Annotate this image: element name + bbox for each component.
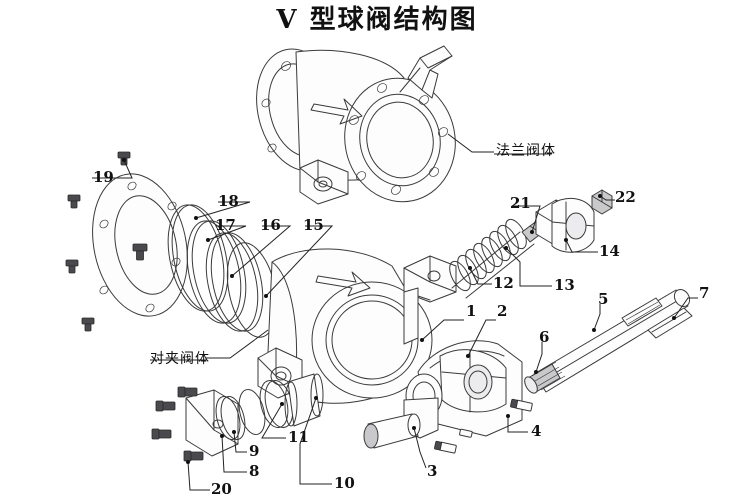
wafer-valve-body-art xyxy=(257,248,457,404)
callout-5: 5 xyxy=(598,290,609,308)
bolt-cluster-19 xyxy=(65,151,131,332)
left-flange-plate-art xyxy=(65,151,278,338)
v-ball-bracket-art xyxy=(363,340,533,454)
callout-13: 13 xyxy=(554,276,575,294)
spring-gland-art xyxy=(449,189,613,299)
callout-17: 17 xyxy=(215,216,236,234)
gasket-rings-art xyxy=(167,204,278,338)
callout-2: 2 xyxy=(497,302,508,320)
callout-21: 21 xyxy=(510,194,531,212)
callout-18: 18 xyxy=(218,192,239,210)
callout-4: 4 xyxy=(531,422,542,440)
callout-8: 8 xyxy=(249,462,260,480)
callout-12: 12 xyxy=(493,274,514,292)
page-title: V 型球阀结构图 xyxy=(276,5,478,35)
callout-22: 22 xyxy=(615,188,636,206)
leader-lines xyxy=(92,133,698,491)
callout-3: 3 xyxy=(427,462,438,480)
callout-14: 14 xyxy=(599,242,620,260)
callout-9: 9 xyxy=(249,442,260,460)
named-label-flange-valve-body: 法兰阀体 xyxy=(496,143,556,159)
stem-shaft-art xyxy=(524,288,693,394)
callout-10: 10 xyxy=(334,474,355,492)
coil-spring xyxy=(449,218,527,292)
callout-20: 20 xyxy=(211,480,232,498)
flange-valve-body-art xyxy=(256,45,456,205)
bottom-mount-plate-art xyxy=(151,373,324,462)
callout-1: 1 xyxy=(466,302,477,320)
named-label-wafer-valve-body: 对夹阀体 xyxy=(150,351,210,367)
callout-15: 15 xyxy=(303,216,324,234)
callout-7: 7 xyxy=(699,284,710,302)
callout-19: 19 xyxy=(93,168,114,186)
callout-11: 11 xyxy=(288,428,309,446)
callout-16: 16 xyxy=(260,216,281,234)
callout-6: 6 xyxy=(539,328,550,346)
